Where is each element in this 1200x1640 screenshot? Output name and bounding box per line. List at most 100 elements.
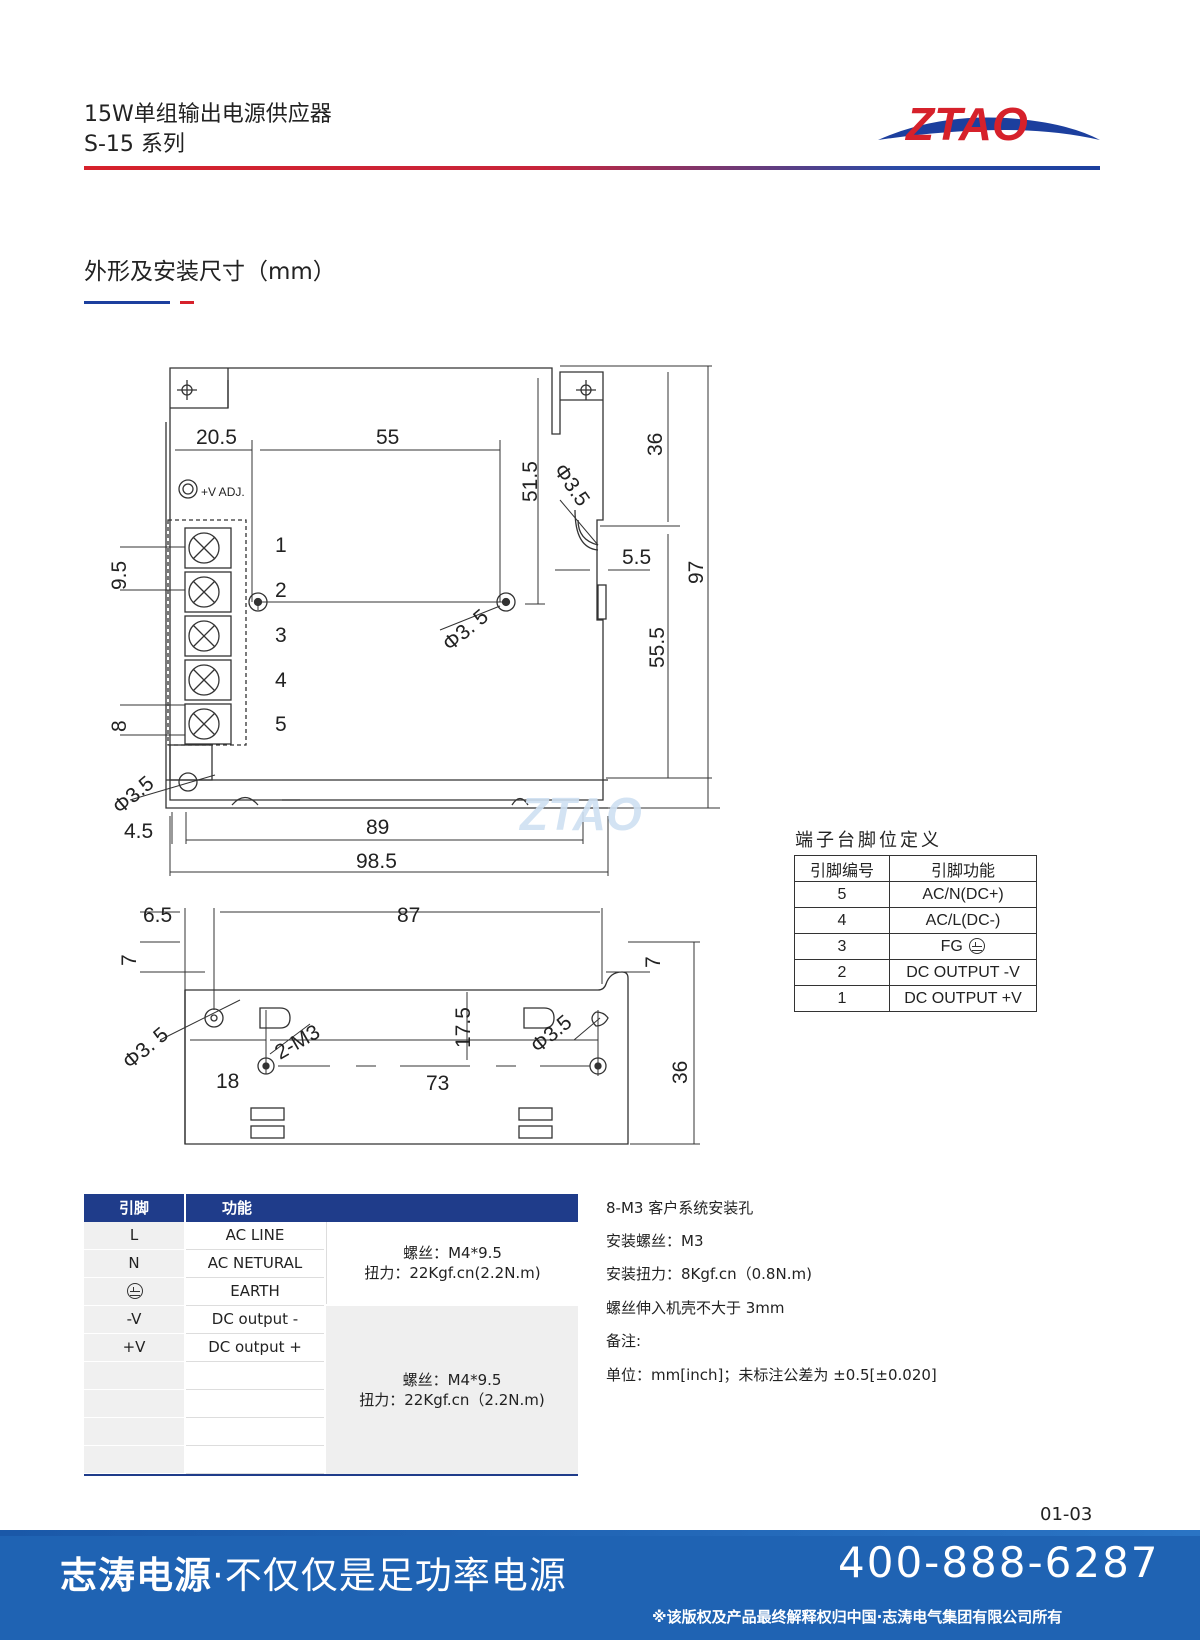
table-row [84, 1390, 326, 1418]
dim-5-5: 5.5 [622, 546, 651, 569]
footer-slogan: 志涛电源·不仅仅是足功率电源 [60, 1545, 567, 1599]
dim-17-5: 17.5 [452, 1007, 475, 1048]
v-adj-label: +V ADJ. [201, 485, 245, 499]
slogan-dot: · [212, 1554, 225, 1597]
pin-number: 5 [794, 881, 890, 908]
note-remarks: 备注: [606, 1332, 642, 1350]
dim-51-5: 51.5 [519, 461, 542, 502]
slogan-brand: 志涛电源 [60, 1554, 212, 1597]
terminal-function: AC NETURAL [186, 1250, 324, 1278]
dim-89: 89 [366, 816, 389, 839]
footer-band [0, 1530, 1200, 1536]
dim-20-5: 20.5 [196, 426, 237, 449]
note-screw: 安装螺丝：M3 [606, 1232, 704, 1250]
pin-number: 2 [794, 959, 890, 986]
dim-98-5: 98.5 [356, 850, 397, 873]
dim-73: 73 [426, 1072, 449, 1095]
table-row [84, 1362, 326, 1390]
dim-97: 97 [685, 561, 708, 584]
terminal-pin [84, 1278, 184, 1306]
terminal-function: DC output + [186, 1334, 324, 1362]
page-number: 01-03 [1040, 1504, 1093, 1525]
terminal-pin [84, 1446, 184, 1474]
table-row: EARTH [84, 1278, 326, 1306]
terminal-pin [84, 1390, 184, 1418]
pin-function-label: FG [940, 937, 963, 955]
ground-icon [969, 937, 986, 954]
table-bottom-rule [84, 1474, 578, 1476]
terminal-header-function: 功能 [186, 1194, 578, 1222]
pin-table-title: 端子台脚位定义 [795, 830, 942, 851]
terminal-pin: +V [84, 1334, 184, 1362]
logo-letter-z: ZTAO [904, 98, 1028, 150]
pin-header-number: 引脚编号 [794, 855, 890, 882]
terminal-function: EARTH [186, 1278, 324, 1306]
footer-bar [0, 1530, 1200, 1640]
note-torque: 安装扭力：8Kgf.cn（0.8N.m) [606, 1265, 812, 1283]
footer-copyright: ※该版权及产品最终解释权归中国·志涛电气集团有限公司所有 [652, 1608, 1063, 1626]
section-underline-blue [84, 301, 170, 304]
terminal-1-label: 1 [275, 534, 287, 557]
dim-8: 8 [108, 720, 131, 732]
pin-function: DC OUTPUT -V [889, 959, 1037, 986]
dim-phi-3-5-c: Φ3.5 [108, 772, 158, 819]
screw-spec: 螺丝：M4*9.5 [403, 1244, 502, 1262]
note-mounting-holes: 8-M3 客户系统安装孔 [606, 1199, 754, 1217]
terminal-function: DC output - [186, 1306, 324, 1334]
slogan-text: 不仅仅是足功率电源 [224, 1554, 567, 1597]
note-units: 单位：mm[inch]；未标注公差为 ±0.5[±0.020] [606, 1366, 937, 1384]
terminal-pin: N [84, 1250, 184, 1278]
pin-function: AC/L(DC-) [889, 907, 1037, 934]
top-view-drawing: 20.5 55 51.5 36 97 Φ3.5 5.5 55.5 Φ3. 5 9… [108, 365, 720, 876]
pin-function: FG [889, 933, 1037, 960]
torque-spec: 扭力：22Kgf.cn(2.2N.m) [364, 1264, 541, 1282]
dim-18: 18 [216, 1070, 239, 1093]
dim-7-left: 7 [118, 954, 141, 966]
dim-phi-3-5-left: Φ3. 5 [118, 1023, 172, 1074]
terminal-spec-group-1: 螺丝：M4*9.5 扭力：22Kgf.cn(2.2N.m) [326, 1222, 578, 1304]
dim-phi-3-5-a: Φ3.5 [549, 460, 594, 511]
terminal-spec-group-2: 螺丝：M4*9.5 扭力：22Kgf.cn（2.2N.m) [326, 1306, 578, 1474]
terminal-pin: -V [84, 1306, 184, 1334]
terminal-function [186, 1362, 324, 1390]
dim-7-right: 7 [642, 956, 665, 968]
terminal-3-label: 3 [275, 624, 287, 647]
section-underline-red [180, 301, 194, 304]
pin-number: 1 [794, 985, 890, 1012]
table-row [84, 1418, 326, 1446]
terminal-header-pin: 引脚 [84, 1194, 184, 1222]
dim-55-5: 55.5 [646, 627, 669, 668]
ground-icon [127, 1283, 143, 1299]
side-view-drawing: 6.5 87 7 7 Φ3. 5 2-M3 17.5 Φ3.5 18 73 36 [118, 904, 700, 1145]
section-title: 外形及安装尺寸（mm） [84, 259, 336, 285]
header-divider [84, 166, 1100, 170]
pin-number: 4 [794, 907, 890, 934]
table-row: 引脚编号 引脚功能 [794, 855, 1037, 882]
pin-number: 3 [794, 933, 890, 960]
document-title: 15W单组输出电源供应器 [84, 102, 332, 127]
dim-36: 36 [644, 433, 667, 456]
dim-55: 55 [376, 426, 399, 449]
dim-87: 87 [397, 904, 420, 927]
ztao-logo: ZTAO [878, 98, 1100, 150]
torque-spec: 扭力：22Kgf.cn（2.2N.m) [359, 1391, 545, 1409]
terminal-2-label: 2 [275, 579, 287, 602]
terminal-function [186, 1446, 324, 1474]
terminal-4-label: 4 [275, 669, 287, 692]
terminal-function [186, 1418, 324, 1446]
dim-9-5: 9.5 [108, 561, 131, 590]
dim-4-5: 4.5 [124, 820, 153, 843]
terminal-function: AC LINE [186, 1222, 324, 1250]
watermark-logo: ZTAO [518, 788, 642, 840]
terminal-pin [84, 1418, 184, 1446]
footer-phone: 400-888-6287 [838, 1538, 1160, 1587]
